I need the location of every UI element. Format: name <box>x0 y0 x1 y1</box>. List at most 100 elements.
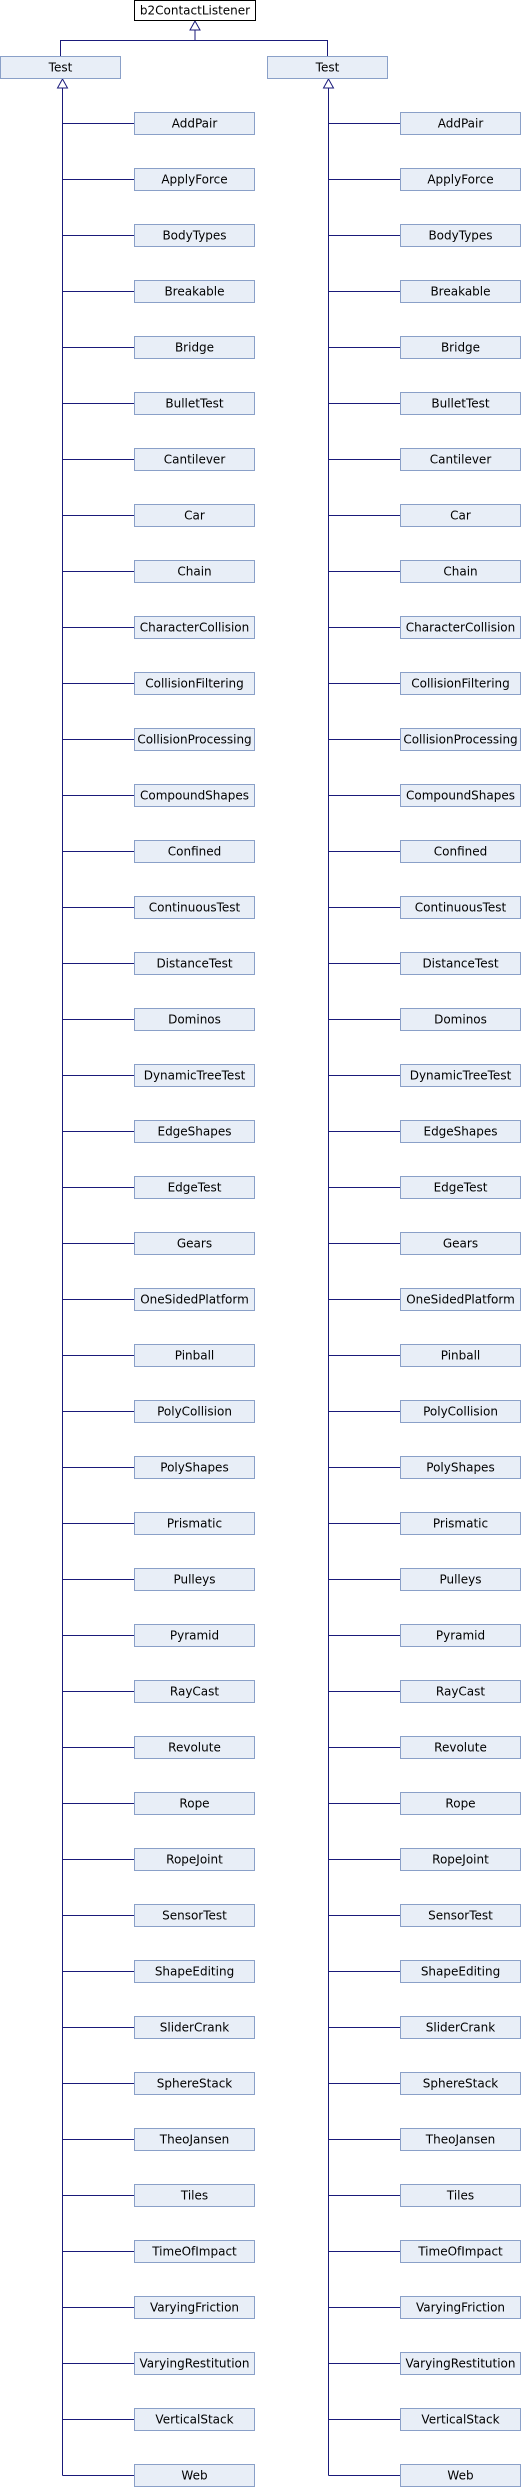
child-class-Tiles-box[interactable] <box>134 2184 255 2207</box>
child-class-Web[interactable]: Web <box>400 2464 521 2487</box>
child-class-Cantilever-box[interactable] <box>400 448 521 471</box>
child-class-RayCast-box[interactable] <box>400 1680 521 1703</box>
child-class-Car-box[interactable] <box>400 504 521 527</box>
child-class-SphereStack-box[interactable] <box>134 2072 255 2095</box>
child-class-Dominos-box[interactable] <box>134 1008 255 1031</box>
child-class-AddPair-box[interactable] <box>400 112 521 135</box>
child-class-CollisionFiltering-box[interactable] <box>400 672 521 695</box>
child-class-BulletTest[interactable]: BulletTest <box>400 392 521 415</box>
child-class-TimeOfImpact-box[interactable] <box>134 2240 255 2263</box>
child-class-OneSidedPlatform[interactable]: OneSidedPlatform <box>400 1288 521 1311</box>
child-class-TimeOfImpact[interactable]: TimeOfImpact <box>134 2240 255 2263</box>
child-class-ShapeEditing[interactable]: ShapeEditing <box>400 1960 521 1983</box>
child-class-PolyCollision[interactable]: PolyCollision <box>134 1400 255 1423</box>
child-class-VaryingRestitution-box[interactable] <box>400 2352 521 2375</box>
child-class-Gears[interactable]: Gears <box>134 1232 255 1255</box>
child-class-Chain-box[interactable] <box>134 560 255 583</box>
child-class-BodyTypes[interactable]: BodyTypes <box>134 224 255 247</box>
child-class-TheoJansen[interactable]: TheoJansen <box>134 2128 255 2151</box>
child-class-CompoundShapes[interactable]: CompoundShapes <box>400 784 521 807</box>
child-class-VaryingFriction-box[interactable] <box>400 2296 521 2319</box>
child-class-Confined[interactable]: Confined <box>400 840 521 863</box>
child-class-ContinuousTest-box[interactable] <box>134 896 255 919</box>
child-class-CollisionFiltering[interactable]: CollisionFiltering <box>400 672 521 695</box>
child-class-Revolute-box[interactable] <box>134 1736 255 1759</box>
child-class-Pyramid[interactable]: Pyramid <box>400 1624 521 1647</box>
child-class-DynamicTreeTest[interactable]: DynamicTreeTest <box>400 1064 521 1087</box>
child-class-BodyTypes[interactable]: BodyTypes <box>400 224 521 247</box>
child-class-Rope-box[interactable] <box>134 1792 255 1815</box>
child-class-CollisionFiltering-box[interactable] <box>134 672 255 695</box>
child-class-Breakable-box[interactable] <box>400 280 521 303</box>
child-class-ApplyForce[interactable]: ApplyForce <box>134 168 255 191</box>
child-class-Pinball[interactable]: Pinball <box>134 1344 255 1367</box>
child-class-AddPair-box[interactable] <box>134 112 255 135</box>
child-class-Cantilever[interactable]: Cantilever <box>134 448 255 471</box>
child-class-Rope-box[interactable] <box>400 1792 521 1815</box>
parent-class-test-2[interactable]: Test <box>267 56 388 79</box>
child-class-Prismatic[interactable]: Prismatic <box>134 1512 255 1535</box>
child-class-Pinball-box[interactable] <box>400 1344 521 1367</box>
child-class-Bridge[interactable]: Bridge <box>134 336 255 359</box>
child-class-Pulleys-box[interactable] <box>400 1568 521 1591</box>
child-class-Confined-box[interactable] <box>134 840 255 863</box>
child-class-TheoJansen-box[interactable] <box>400 2128 521 2151</box>
child-class-Revolute[interactable]: Revolute <box>134 1736 255 1759</box>
root-class-b2ContactListener-box[interactable] <box>134 0 256 21</box>
child-class-Cantilever[interactable]: Cantilever <box>400 448 521 471</box>
parent-class-test-1[interactable]: Test <box>0 56 121 79</box>
child-class-VaryingRestitution[interactable]: VaryingRestitution <box>134 2352 255 2375</box>
child-class-RayCast[interactable]: RayCast <box>134 1680 255 1703</box>
child-class-EdgeShapes-box[interactable] <box>400 1120 521 1143</box>
child-class-Tiles[interactable]: Tiles <box>400 2184 521 2207</box>
child-class-SensorTest-box[interactable] <box>134 1904 255 1927</box>
child-class-DistanceTest-box[interactable] <box>134 952 255 975</box>
child-class-TheoJansen[interactable]: TheoJansen <box>400 2128 521 2151</box>
child-class-RopeJoint-box[interactable] <box>400 1848 521 1871</box>
child-class-VerticalStack[interactable]: VerticalStack <box>134 2408 255 2431</box>
child-class-PolyShapes-box[interactable] <box>134 1456 255 1479</box>
child-class-Rope[interactable]: Rope <box>400 1792 521 1815</box>
parent-class-test-1-box[interactable] <box>0 56 121 79</box>
child-class-DistanceTest-box[interactable] <box>400 952 521 975</box>
child-class-Pinball-box[interactable] <box>134 1344 255 1367</box>
child-class-VerticalStack[interactable]: VerticalStack <box>400 2408 521 2431</box>
child-class-Cantilever-box[interactable] <box>134 448 255 471</box>
child-class-Bridge-box[interactable] <box>400 336 521 359</box>
child-class-SensorTest-box[interactable] <box>400 1904 521 1927</box>
child-class-Gears-box[interactable] <box>400 1232 521 1255</box>
child-class-OneSidedPlatform[interactable]: OneSidedPlatform <box>134 1288 255 1311</box>
child-class-DynamicTreeTest-box[interactable] <box>134 1064 255 1087</box>
child-class-RopeJoint-box[interactable] <box>134 1848 255 1871</box>
child-class-Confined-box[interactable] <box>400 840 521 863</box>
child-class-SliderCrank-box[interactable] <box>400 2016 521 2039</box>
child-class-ContinuousTest[interactable]: ContinuousTest <box>400 896 521 919</box>
child-class-Breakable[interactable]: Breakable <box>400 280 521 303</box>
child-class-OneSidedPlatform-box[interactable] <box>400 1288 521 1311</box>
child-class-TheoJansen-box[interactable] <box>134 2128 255 2151</box>
parent-class-test-2-box[interactable] <box>267 56 388 79</box>
child-class-DynamicTreeTest-box[interactable] <box>400 1064 521 1087</box>
child-class-RayCast[interactable]: RayCast <box>400 1680 521 1703</box>
child-class-Pulleys[interactable]: Pulleys <box>134 1568 255 1591</box>
child-class-RopeJoint[interactable]: RopeJoint <box>134 1848 255 1871</box>
child-class-ApplyForce-box[interactable] <box>134 168 255 191</box>
child-class-SensorTest[interactable]: SensorTest <box>400 1904 521 1927</box>
child-class-PolyShapes[interactable]: PolyShapes <box>134 1456 255 1479</box>
child-class-EdgeShapes-box[interactable] <box>134 1120 255 1143</box>
child-class-Web-box[interactable] <box>134 2464 255 2487</box>
child-class-TimeOfImpact-box[interactable] <box>400 2240 521 2263</box>
child-class-Prismatic[interactable]: Prismatic <box>400 1512 521 1535</box>
root-class-b2ContactListener[interactable]: b2ContactListener <box>134 0 256 21</box>
child-class-Pinball[interactable]: Pinball <box>400 1344 521 1367</box>
child-class-Breakable-box[interactable] <box>134 280 255 303</box>
child-class-AddPair[interactable]: AddPair <box>134 112 255 135</box>
child-class-DistanceTest[interactable]: DistanceTest <box>134 952 255 975</box>
child-class-VaryingRestitution[interactable]: VaryingRestitution <box>400 2352 521 2375</box>
child-class-RopeJoint[interactable]: RopeJoint <box>400 1848 521 1871</box>
child-class-OneSidedPlatform-box[interactable] <box>134 1288 255 1311</box>
child-class-Tiles[interactable]: Tiles <box>134 2184 255 2207</box>
child-class-ContinuousTest-box[interactable] <box>400 896 521 919</box>
child-class-Rope[interactable]: Rope <box>134 1792 255 1815</box>
child-class-Dominos-box[interactable] <box>400 1008 521 1031</box>
